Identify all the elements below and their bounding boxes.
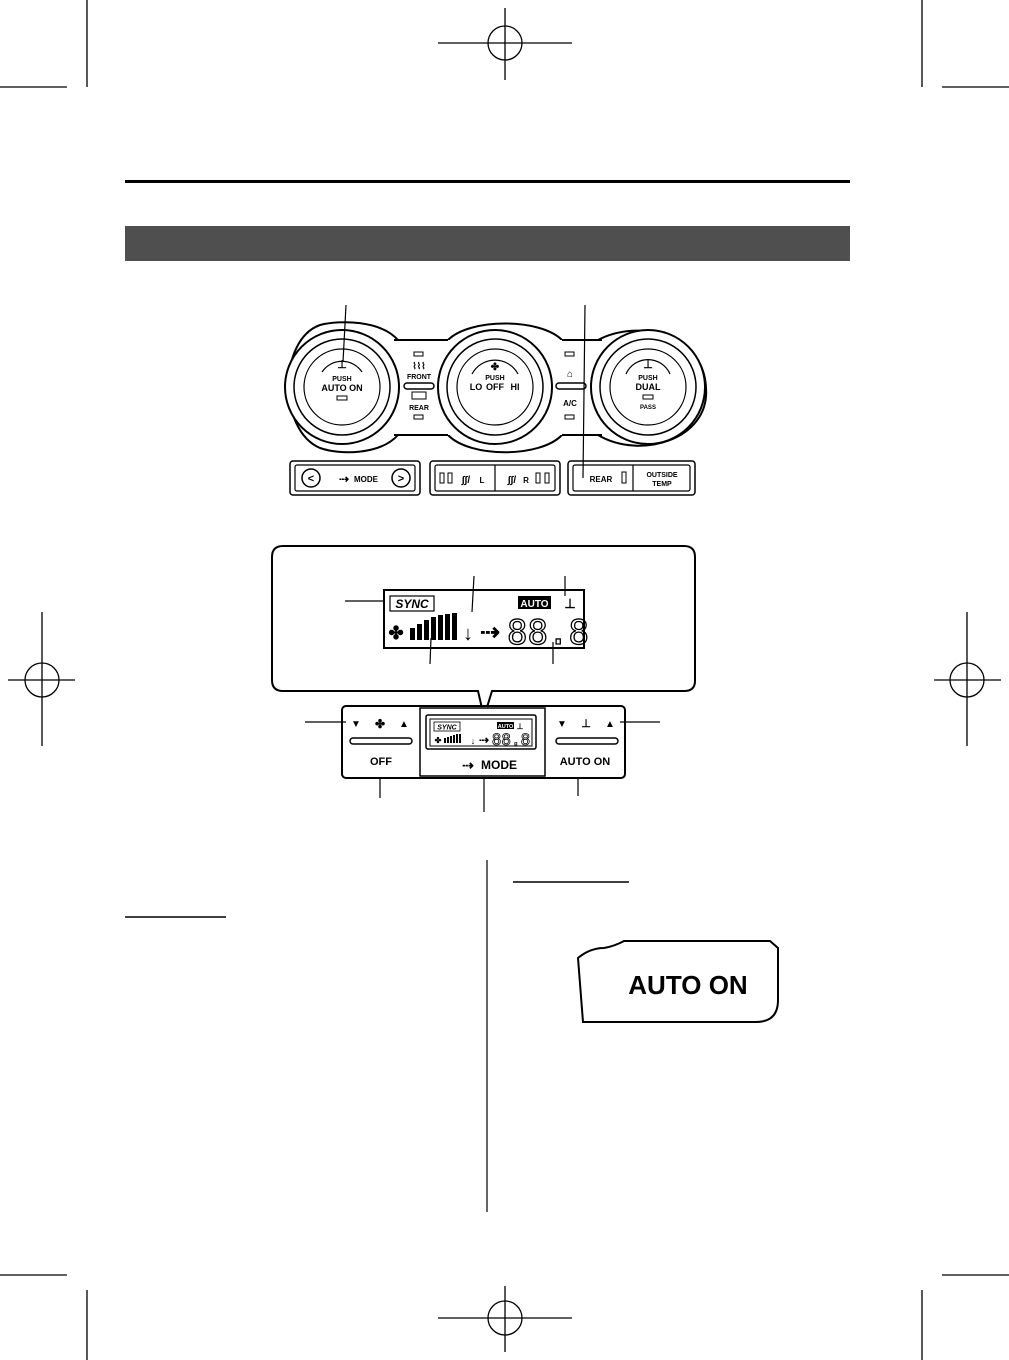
mode-strip: < ⇢ MODE >	[289, 460, 421, 496]
rear-mode-button[interactable]: ⇢ MODE	[462, 757, 517, 773]
rear-off-button[interactable]: OFF	[370, 756, 392, 768]
rear-control-panel: SYNC AUTO ⊥ ✤ ↓ ⇢ 88.8 ▼ ✤ ▲ OFF ▼ ⊥ ▲ A…	[305, 705, 660, 812]
mini-auto-text: AUTO	[498, 724, 514, 730]
mini-sync-text: SYNC	[437, 725, 457, 732]
recirc-ac-toggle[interactable]	[555, 382, 587, 390]
auto-text: AUTO	[520, 599, 548, 610]
fan-up-arrow[interactable]: ▲	[399, 719, 409, 730]
seat-heater-strip: ∫∫/ L ∫∫/ R	[429, 460, 561, 496]
temp-up-arrow[interactable]: ▲	[605, 719, 615, 730]
front-control-panel: ⊥ PUSH AUTO ON ⌇⌇⌇ FRONT REAR ✤ PUSH LO …	[284, 304, 708, 496]
dual-indicator	[642, 394, 654, 400]
auto-on-button-illustration[interactable]: AUTO ON	[576, 940, 779, 1023]
left-seat-heater-button[interactable]: ∫∫/ L	[439, 472, 485, 486]
thermometer-icon: ⊥	[564, 596, 575, 611]
temperature-digits: 88.8	[507, 613, 589, 653]
seat-heater-icon: ∫∫/	[507, 475, 516, 486]
fan-level-bars	[410, 613, 457, 640]
outside-label: OUTSIDE	[646, 472, 677, 479]
airflow-down-arrow-icon: ↓	[471, 736, 476, 746]
fan-icon: ✤	[375, 717, 385, 731]
ac-label[interactable]: A/C	[563, 399, 577, 408]
fan-down-arrow[interactable]: ▼	[351, 719, 361, 730]
rear-label: REAR	[590, 475, 613, 484]
mini-temperature-digits: 88.8	[492, 730, 531, 749]
mode-label: MODE	[354, 475, 379, 484]
passenger-temperature-knob[interactable]: ⊥ PUSH DUAL PASS	[590, 329, 706, 445]
right-seat-label: R	[523, 476, 529, 485]
mode-next-glyph: >	[398, 473, 404, 485]
fan-off-label: OFF	[486, 382, 504, 392]
airflow-mode-icon: ⇢	[480, 619, 500, 646]
pass-label: PASS	[640, 405, 656, 411]
airflow-down-arrow-icon: ↓	[463, 623, 473, 645]
fan-icon: ✤	[388, 623, 403, 643]
auto-indicator	[518, 596, 551, 609]
rear-mode-label: MODE	[481, 758, 517, 772]
leader-line	[342, 304, 347, 363]
front-defrost-label[interactable]: FRONT	[407, 374, 432, 381]
front-rear-toggle[interactable]	[403, 382, 435, 390]
mode-prev-glyph: <	[308, 473, 314, 485]
fan-icon: ✤	[491, 362, 500, 373]
temp-label: TEMP	[652, 481, 672, 488]
auto-on-indicator-bar	[555, 737, 619, 745]
leader-line	[429, 637, 432, 665]
left-knob-push: PUSH	[332, 376, 351, 383]
rear-auto-on-button[interactable]: AUTO ON	[560, 756, 611, 768]
airflow-mode-icon: ⇢	[479, 733, 489, 747]
rear-temperature-rocker[interactable]: ▼ ⊥ ▲	[557, 718, 615, 730]
thermometer-icon: ⊥	[517, 722, 524, 731]
fan-speed-knob[interactable]: ✤ PUSH LO OFF HI	[437, 329, 553, 445]
rear-button[interactable]: REAR	[590, 471, 627, 484]
right-recirc-column: ⌂ A/C	[555, 351, 587, 420]
front-defrost-icon: ⌇⌇⌇	[412, 361, 425, 371]
display-callout: SYNC AUTO ⊥ ✤ ↓ ⇢ 88.8	[271, 545, 696, 721]
mode-prev-button[interactable]	[301, 468, 321, 488]
mini-fan-level-bars	[444, 734, 461, 743]
fan-icon: ✤	[435, 736, 442, 745]
fan-lo-label: LO	[470, 382, 483, 392]
left-defrost-column: ⌇⌇⌇ FRONT REAR	[403, 351, 435, 420]
seat-heater-icon: ∫∫/	[461, 475, 470, 486]
temp-down-arrow[interactable]: ▼	[557, 719, 567, 730]
header-rule	[125, 180, 850, 183]
dual-label: DUAL	[636, 382, 661, 392]
thermometer-icon: ⊥	[643, 359, 653, 371]
left-knob-label: AUTO ON	[321, 383, 362, 393]
leader-line	[582, 304, 586, 479]
rear-fan-speed-rocker[interactable]: ▼ ✤ ▲	[351, 717, 409, 731]
center-knob-push: PUSH	[485, 375, 504, 382]
left-knob-indicator	[336, 395, 348, 401]
sync-text: SYNC	[395, 597, 429, 611]
section-title-bar	[125, 226, 850, 261]
rear-defrost-label[interactable]: REAR	[409, 405, 429, 412]
right-seat-heater-button[interactable]: ∫∫/ R	[507, 472, 550, 486]
airflow-mode-icon: ⇢	[462, 757, 474, 773]
left-temperature-knob[interactable]: ⊥ PUSH AUTO ON	[284, 329, 400, 445]
rear-defrost-icon	[411, 391, 427, 400]
airflow-mode-icon: ⇢	[339, 472, 349, 486]
auto-on-button-label: AUTO ON	[628, 970, 747, 1000]
right-knob-push: PUSH	[638, 375, 657, 382]
thermometer-icon: ⊥	[337, 359, 347, 371]
fan-hi-label: HI	[511, 382, 520, 392]
rear-indicator	[621, 471, 627, 484]
mode-next-button[interactable]	[391, 468, 411, 488]
outside-temp-button[interactable]: OUTSIDE TEMP	[646, 472, 677, 488]
thermometer-icon: ⊥	[581, 718, 591, 730]
recirculation-icon[interactable]: ⌂	[567, 369, 573, 380]
off-indicator-bar	[349, 737, 413, 745]
rear-outside-strip: REAR OUTSIDE TEMP	[567, 460, 696, 496]
sync-indicator	[389, 595, 435, 612]
leader-line	[471, 575, 475, 613]
left-seat-label: L	[480, 476, 485, 485]
